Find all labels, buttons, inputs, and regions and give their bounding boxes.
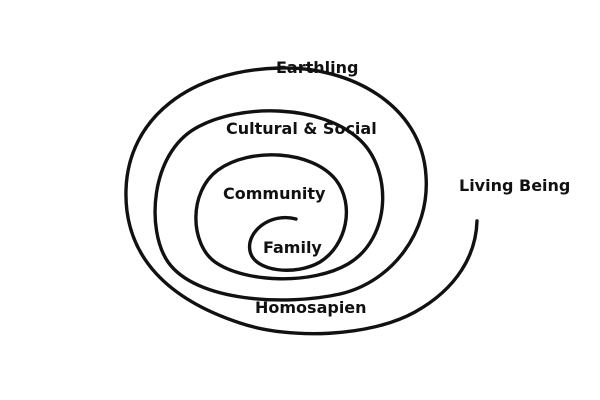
- label-living-being: Living Being: [459, 176, 571, 195]
- spiral-curve: [124, 66, 479, 336]
- label-cultural-social: Cultural & Social: [226, 119, 377, 138]
- label-family: Family: [263, 238, 322, 257]
- label-earthling: Earthling: [276, 58, 359, 77]
- label-homosapien: Homosapien: [255, 298, 367, 317]
- label-community: Community: [223, 184, 326, 203]
